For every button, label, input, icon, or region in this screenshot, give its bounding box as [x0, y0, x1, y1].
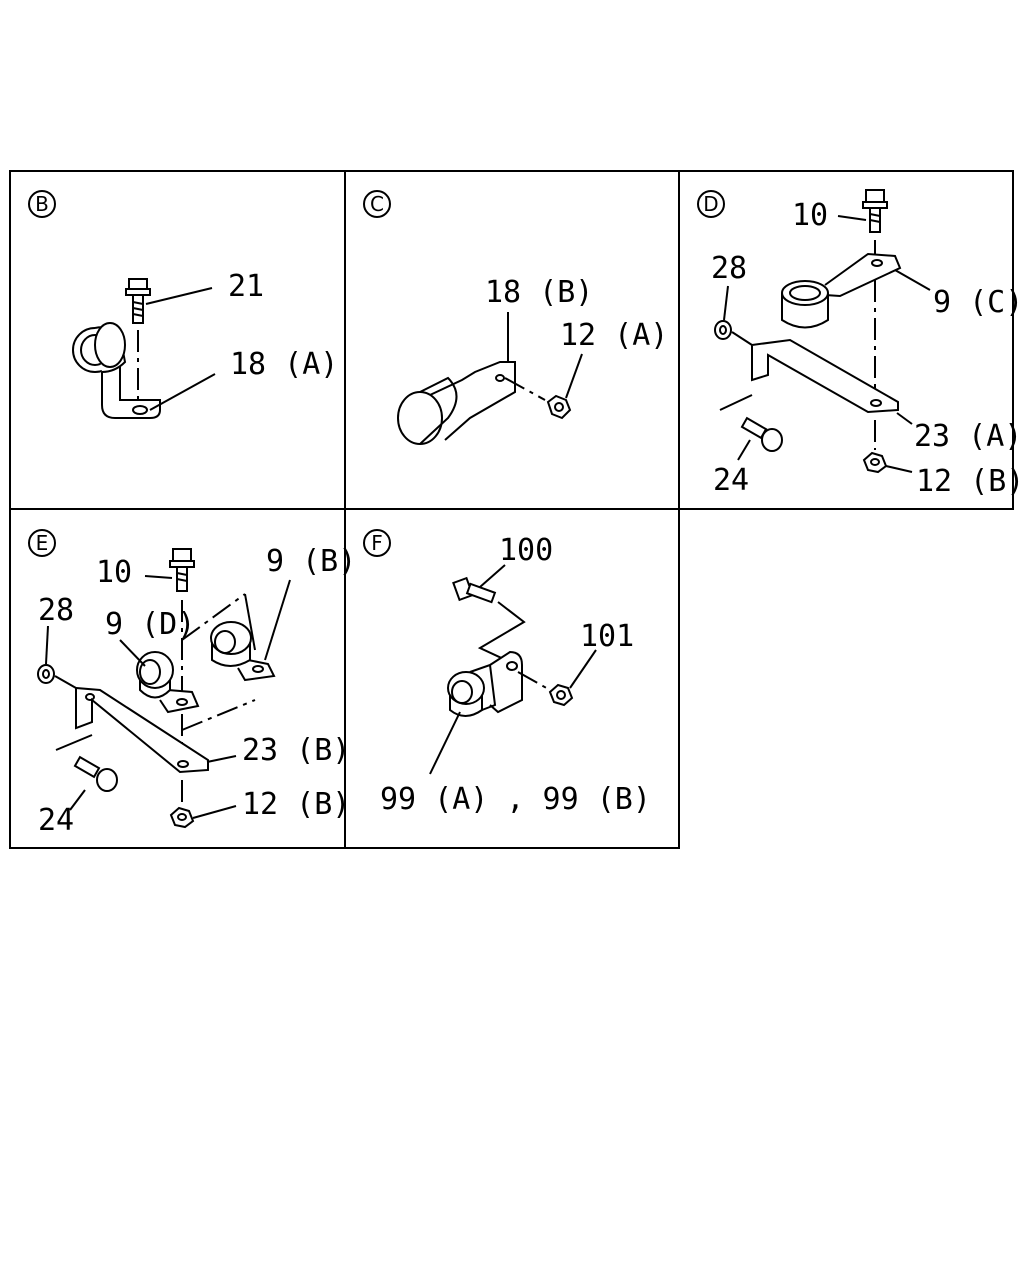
clamp-18a-illustration: [72, 322, 161, 419]
panel-d-id: D: [703, 192, 718, 216]
nut-12b-illustration: [862, 451, 888, 474]
callout-10-e: 10: [96, 555, 132, 590]
panel-grid: [9, 170, 1014, 849]
bolt-10-e-illustration: [169, 548, 195, 592]
bolt-100-illustration: [452, 576, 497, 604]
bracket-23b-illustration: [75, 686, 209, 774]
bolt-24-illustration: [740, 416, 783, 452]
callout-12b-e: 12 (B): [242, 787, 350, 822]
callout-24-d: 24: [713, 463, 749, 498]
callout-101: 101: [580, 619, 634, 654]
callout-12a: 12 (A): [560, 318, 668, 353]
panel-c: C 18 (B) 12 (A): [363, 190, 668, 445]
clamp-99-illustration: [447, 650, 523, 717]
panel-b-id: B: [35, 192, 49, 216]
callout-24-e: 24: [38, 803, 74, 838]
callout-23b: 23 (B): [242, 733, 350, 768]
panel-e: E: [28, 529, 356, 838]
nut-28-e-illustration: [37, 664, 55, 684]
nut-12b-e-illustration: [169, 806, 195, 829]
panel-e-id: E: [36, 531, 49, 555]
callout-9c: 9 (C): [933, 285, 1023, 320]
panel-b: B 21 18 (A): [28, 190, 338, 419]
bolt-21-illustration: [125, 278, 151, 405]
clamp-9d-illustration: [136, 651, 200, 714]
callout-18a: 18 (A): [230, 347, 338, 382]
callout-100: 100: [499, 533, 553, 568]
panel-c-id: C: [370, 192, 384, 216]
nut-101-illustration: [548, 683, 574, 707]
clamp-9c-illustration: [781, 252, 902, 329]
bolt-24-e-illustration: [73, 755, 118, 792]
clamp-18b-illustration: [397, 361, 516, 445]
bolt-10-illustration: [862, 189, 888, 233]
callout-21: 21: [228, 269, 264, 304]
panel-d-marker: [697, 190, 725, 218]
callout-99: 99 (A) , 99 (B): [380, 782, 651, 817]
callout-9d: 9 (D): [105, 607, 195, 642]
panel-e-marker: [28, 529, 56, 557]
panel-f-id: F: [371, 531, 383, 555]
callout-10-d: 10: [792, 198, 828, 233]
panel-d: D: [697, 189, 1024, 499]
clamp-9b-illustration: [210, 621, 276, 682]
bracket-23a-illustration: [751, 338, 899, 414]
nut-12a-illustration: [546, 394, 572, 420]
panel-f-marker: [363, 529, 391, 557]
callout-28-e: 28: [38, 593, 74, 628]
callout-12b-d: 12 (B): [916, 464, 1024, 499]
panel-c-marker: [363, 190, 391, 218]
callout-28-d: 28: [711, 251, 747, 286]
panel-b-marker: [28, 190, 56, 218]
callout-23a: 23 (A): [914, 419, 1022, 454]
nut-28-illustration: [714, 320, 732, 340]
panel-f: F 100 101 99 (A) , 99 (B): [363, 529, 651, 817]
callout-18b: 18 (B): [485, 275, 593, 310]
callout-9b: 9 (B): [266, 544, 356, 579]
